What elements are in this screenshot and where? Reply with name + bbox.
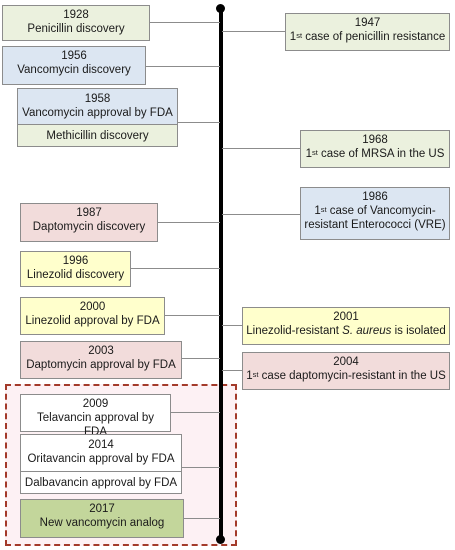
connector-1956 [146, 66, 220, 67]
event-methicillin: Methicillin discovery [18, 124, 177, 146]
event-label: 1st case of MRSA in the US [305, 148, 445, 160]
connector-2017 [184, 518, 220, 519]
timeline-axis [219, 7, 223, 540]
event-2009: 2009 Telavancin approval by FDA [20, 394, 171, 438]
event-2003: 2003 Daptomycin approval by FDA [20, 341, 182, 379]
event-label: 1st case of penicillin resistance [289, 31, 446, 43]
connector-2003 [182, 358, 220, 359]
event-label: Daptomycin discovery [32, 221, 146, 233]
event-1996: 1996 Linezolid discovery [20, 251, 131, 287]
connector-2014 [182, 467, 220, 468]
event-label: 1st case of Vancomycin- [314, 205, 436, 217]
connector-2001 [222, 325, 242, 326]
event-year: 1987 [76, 207, 102, 219]
event-2001: 2001 Linezolid-resistant S. aureus is is… [242, 307, 450, 345]
event-1958: 1958 Vancomycin approval by FDA Methicil… [17, 88, 178, 147]
event-label: 1st case daptomycin-resistant in the US [246, 370, 446, 382]
timeline-end-dot [216, 535, 225, 544]
event-year: 1968 [362, 134, 388, 146]
event-dalbavancin: Dalbavancin approval by FDA [21, 471, 181, 493]
connector-1968 [222, 148, 300, 149]
event-1947: 1947 1st case of penicillin resistance [285, 13, 450, 51]
event-year: 1928 [63, 9, 89, 21]
timeline-start-dot [216, 4, 225, 13]
event-year: 1996 [62, 255, 89, 267]
connector-2009 [171, 412, 220, 413]
event-label: Oritavancin approval by FDA [27, 453, 175, 465]
event-label: Vancomycin approval by FDA [22, 107, 173, 119]
event-1928: 1928 Penicillin discovery [2, 5, 150, 41]
event-label-line2: resistant Enterococci (VRE) [304, 219, 446, 231]
event-year: 2004 [333, 356, 359, 368]
event-year: 2009 [82, 398, 109, 410]
connector-1987 [158, 222, 220, 223]
event-1986: 1986 1st case of Vancomycin- resistant E… [300, 187, 450, 240]
event-label: Penicillin discovery [27, 23, 125, 35]
connector-2000 [165, 315, 220, 316]
event-year: 2017 [89, 503, 115, 515]
event-year: 2000 [79, 301, 106, 313]
event-year: 1986 [362, 191, 388, 203]
connector-1947 [222, 31, 285, 32]
event-1956: 1956 Vancomycin discovery [2, 46, 146, 85]
connector-1996 [131, 268, 220, 269]
event-label: Linezolid-resistant S. aureus is isolate… [246, 325, 446, 337]
event-1987: 1987 Daptomycin discovery [20, 203, 158, 242]
connector-1928 [150, 22, 220, 23]
event-year: 2014 [88, 439, 114, 451]
event-year: 2003 [88, 345, 114, 357]
event-year: 1956 [61, 50, 87, 62]
event-2000: 2000 Linezolid approval by FDA [20, 297, 165, 335]
connector-2004 [222, 370, 242, 371]
event-year: 1958 [84, 93, 111, 105]
event-year: 1947 [354, 17, 381, 29]
event-label: Daptomycin approval by FDA [26, 359, 176, 371]
connector-1986 [222, 214, 300, 215]
event-year: 2001 [333, 311, 359, 323]
event-1968: 1968 1st case of MRSA in the US [300, 130, 450, 168]
event-label: New vancomycin analog [39, 517, 165, 529]
event-2004: 2004 1st case daptomycin-resistant in th… [242, 352, 450, 390]
event-label: Linezolid discovery [26, 269, 125, 281]
event-2017: 2017 New vancomycin analog [20, 499, 184, 538]
event-label: Vancomycin discovery [17, 64, 131, 76]
event-2014: 2014 Oritavancin approval by FDA Dalbava… [20, 434, 182, 494]
event-label: Linezolid approval by FDA [25, 315, 160, 327]
connector-1958 [178, 122, 220, 123]
